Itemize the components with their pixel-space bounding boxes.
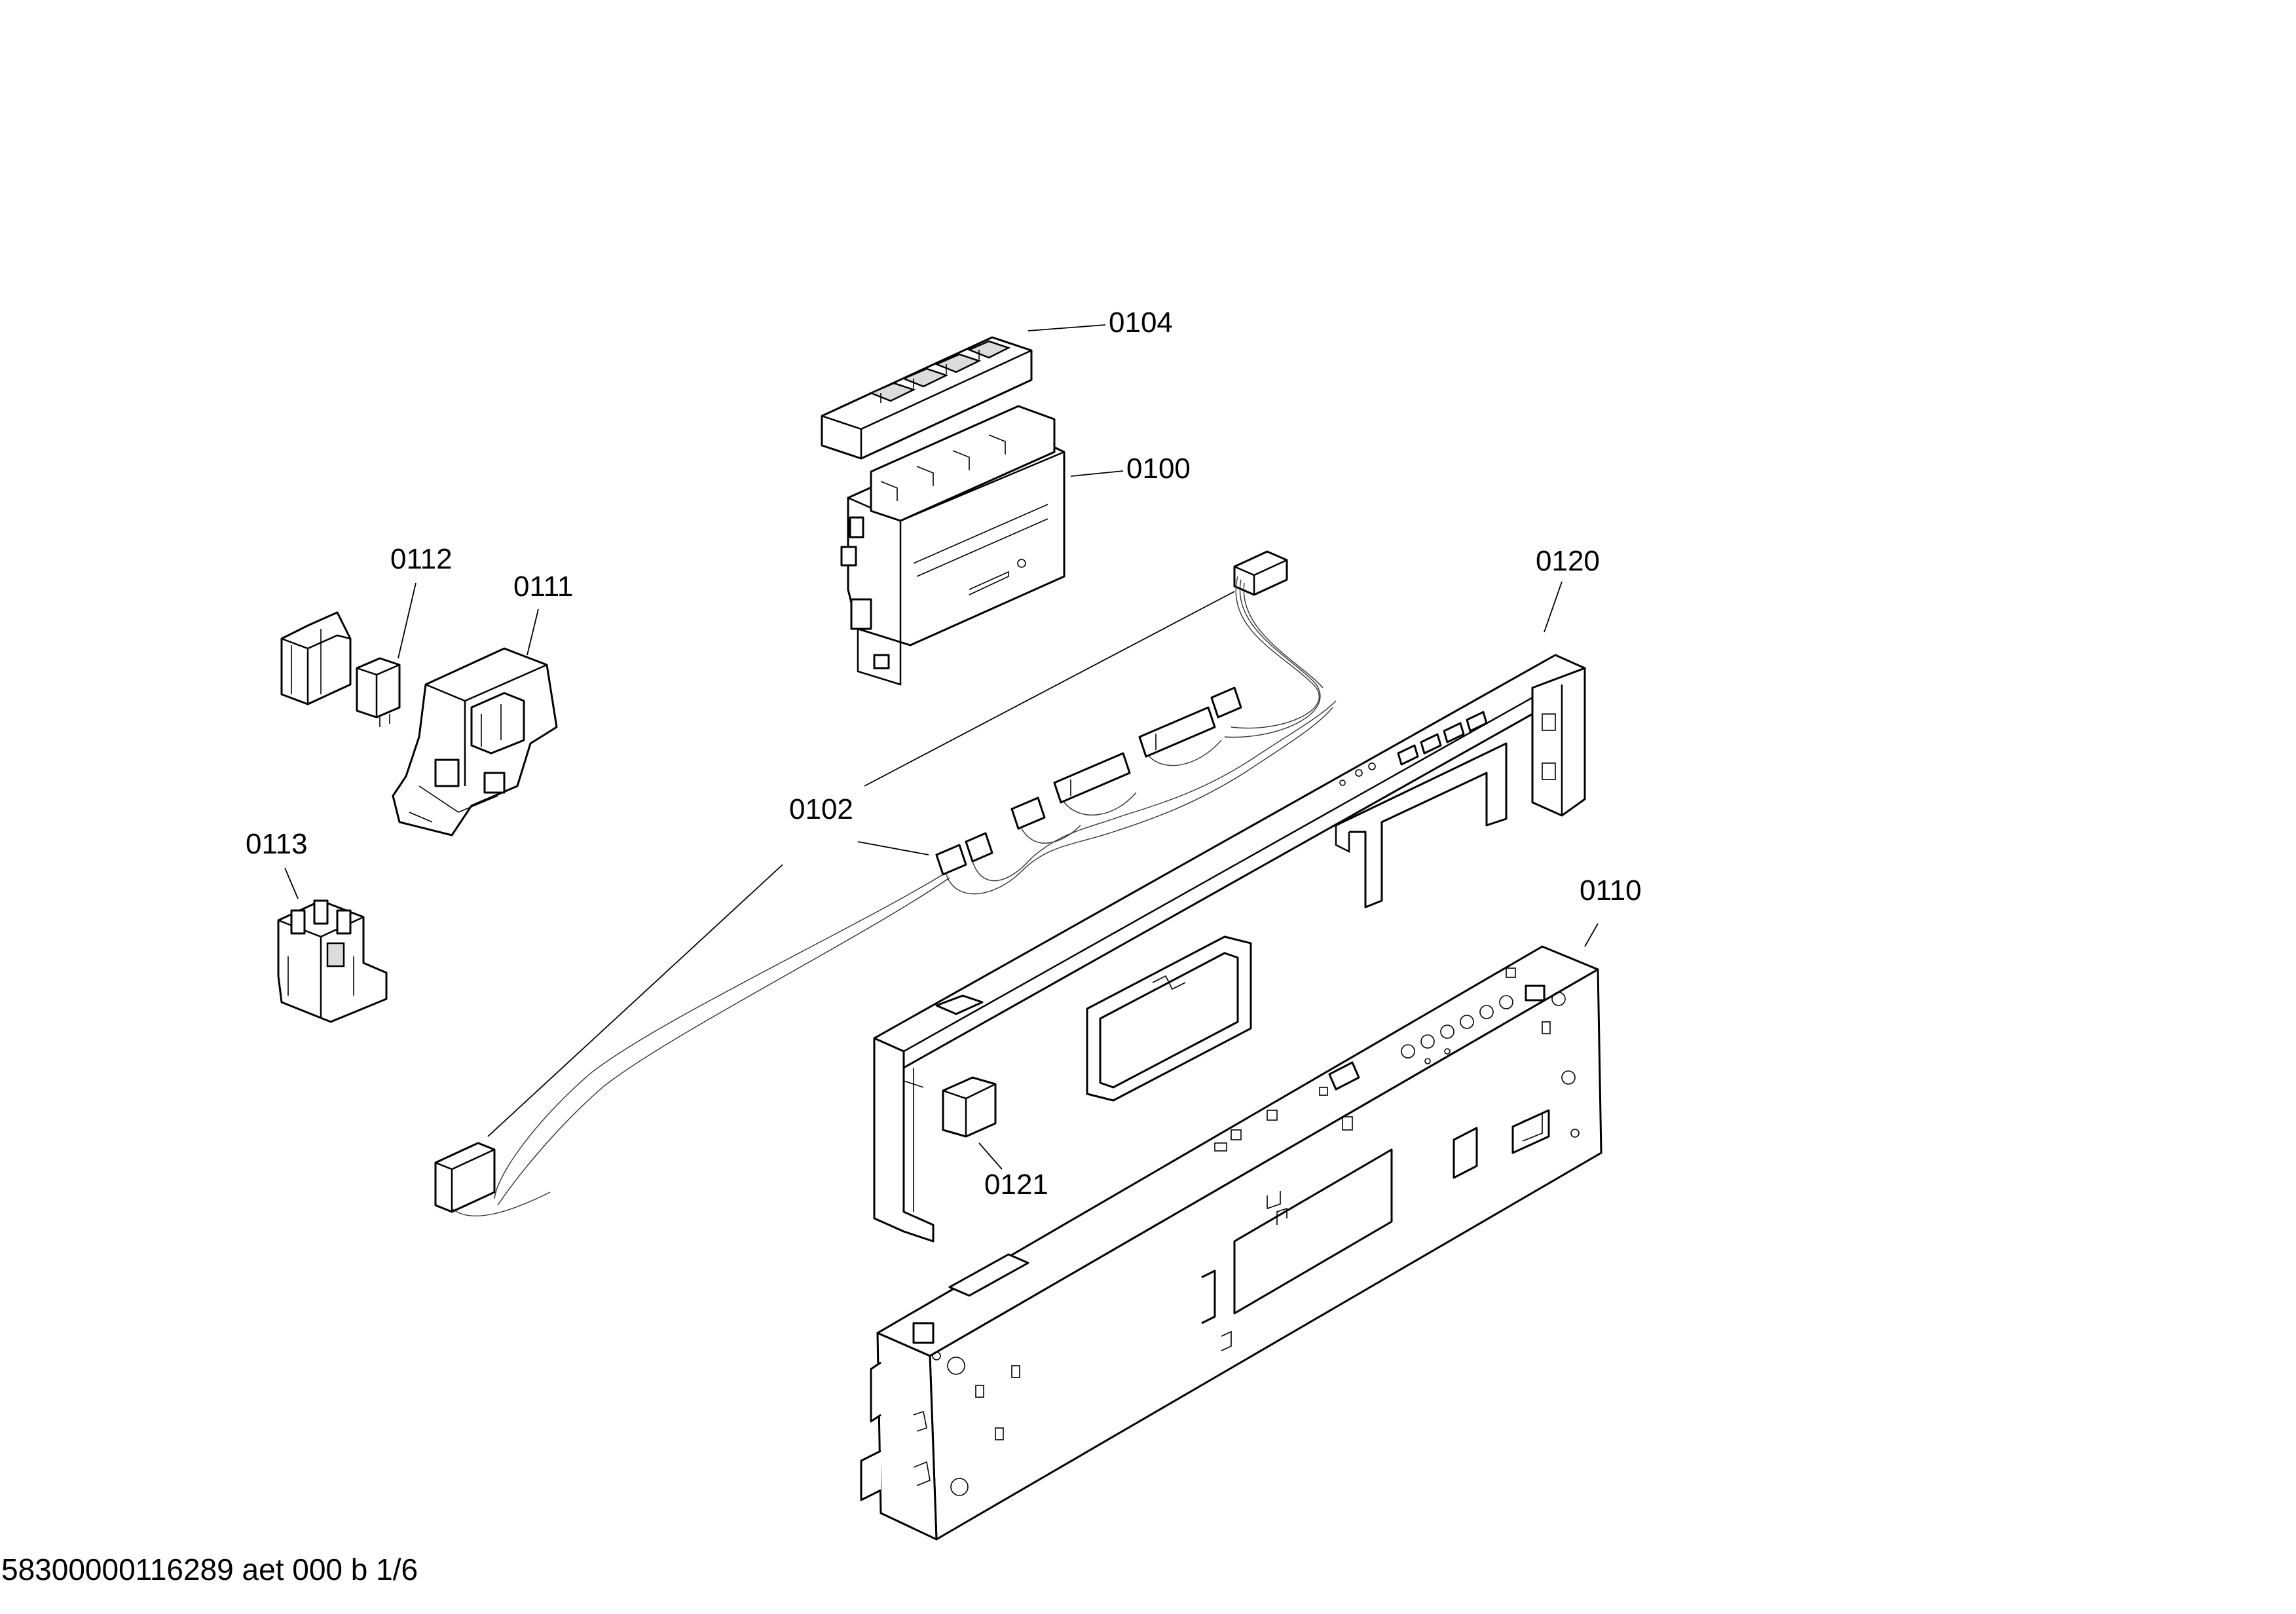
leader-0111 [527, 609, 539, 656]
leader-0113 [284, 867, 299, 899]
leader-0110 [1584, 923, 1599, 947]
document-id: 58300000116289 aet 000 b 1/6 [1, 1552, 418, 1586]
leader-0112 [398, 582, 417, 659]
part-0120-front-panel [873, 654, 1586, 1243]
callout-0112: 0112 [390, 543, 453, 575]
leader-0102a [864, 591, 1235, 787]
leader-lines [284, 324, 1599, 1170]
leader-0102c [487, 864, 783, 1137]
part-0110-control-fascia [860, 945, 1602, 1541]
callout-0113: 0113 [246, 828, 308, 860]
leader-0121 [978, 1142, 1003, 1170]
callout-0104: 0104 [1109, 307, 1173, 339]
leader-0120 [1544, 581, 1563, 633]
part-0111-holder-bracket [392, 647, 558, 836]
leader-0102b [857, 841, 929, 855]
part-0112-cover [280, 611, 352, 705]
part-0113-connector-block [277, 899, 388, 1023]
callout-0102: 0102 [789, 793, 853, 825]
leader-0100 [1070, 470, 1124, 477]
part-small-relay [356, 657, 401, 727]
leader-0104 [1028, 324, 1106, 331]
callout-0110: 0110 [1580, 874, 1642, 907]
part-0100-control-module [840, 405, 1065, 686]
callout-labels: 0104 0100 0112 0111 0120 0102 0113 0110 … [246, 307, 1642, 1201]
callout-0121: 0121 [984, 1169, 1048, 1201]
callout-0111: 0111 [513, 571, 573, 603]
callout-0120: 0120 [1536, 545, 1600, 577]
part-0104-button-strip [821, 336, 1033, 460]
part-0102-wire-harness [434, 550, 1337, 1216]
part-0121-small-cap [942, 1076, 997, 1138]
callout-0100: 0100 [1126, 453, 1191, 485]
